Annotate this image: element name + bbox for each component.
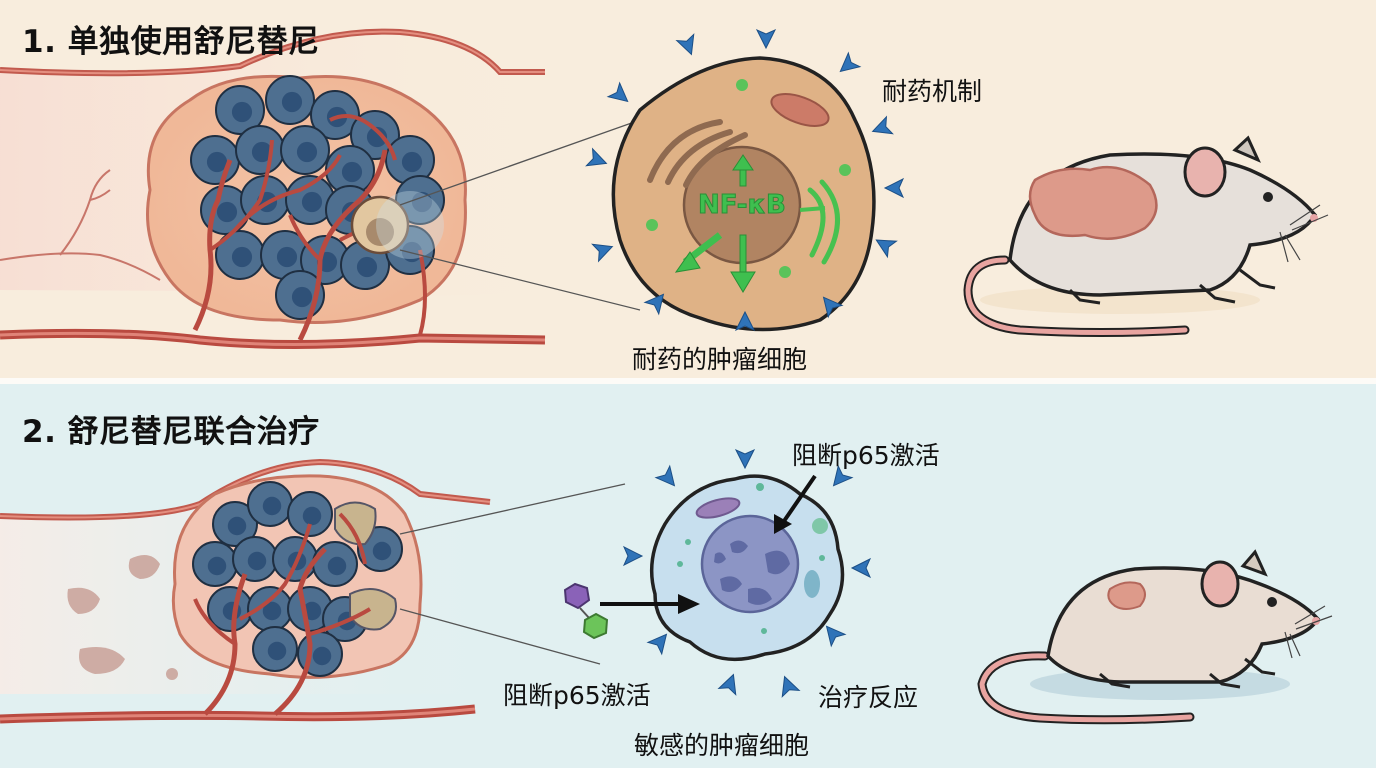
tumor-cell-nucleus: [227, 516, 247, 536]
receptor-icon: [654, 464, 676, 487]
tumor-cell-nucleus: [276, 246, 298, 268]
block-p65-label-top: 阻断p65激活: [792, 441, 940, 470]
tumor-vessels: [193, 512, 372, 716]
receptor-icon: [717, 673, 737, 696]
tumor-cell-nucleus: [296, 141, 318, 163]
zoom-callout-lines: [399, 119, 641, 311]
receptor-icon: [883, 177, 905, 199]
block-p65-label-left: 阻断p65激活: [503, 681, 651, 710]
tumor-cell-nucleus: [401, 151, 423, 173]
nfkb-arrows: [674, 154, 756, 293]
tumor-cell-nucleus: [301, 191, 323, 213]
tumor-cell-nucleus: [327, 556, 347, 576]
tumor-cell-nucleus: [341, 161, 363, 183]
receptor-icon: [585, 147, 608, 167]
tumor-cell-nucleus: [231, 246, 253, 268]
tumor-cell-nucleus: [267, 641, 287, 661]
receptor-icon: [850, 557, 872, 579]
sensitive-tumor-cell: [649, 474, 845, 662]
resistant-cell-label: 耐药的肿瘤细胞: [632, 345, 808, 374]
receptor-icon: [825, 625, 847, 648]
nfkb-label: NF-κB: [698, 190, 787, 221]
receptor-icon: [755, 28, 777, 50]
tumor-vessels: [192, 114, 427, 342]
tumor-cell-nucleus: [281, 91, 303, 113]
tumor-cell-nucleus: [231, 101, 253, 123]
receptor-icon: [781, 675, 801, 698]
receptor-icon: [622, 545, 644, 567]
tumor-cell-nucleus: [401, 241, 423, 263]
panel-monotherapy: 1. 单独使用舒尼替尼 耐药机制 耐药的肿瘤细胞 NF-κB: [0, 0, 1376, 378]
receptor-icon: [591, 243, 614, 263]
tumor-cell-nucleus: [291, 286, 313, 308]
tumor-cell-nucleus: [207, 556, 227, 576]
therapy-response-label: 治疗反应: [818, 683, 919, 712]
tumor-cell-nucleus: [251, 141, 273, 163]
tumor-cell-nucleus: [206, 151, 228, 173]
resistant-tumor-cell: [611, 56, 876, 332]
panel-title: 2. 舒尼替尼联合治疗: [22, 414, 320, 450]
dying-cells: [334, 501, 397, 631]
receptor-icon: [839, 51, 862, 73]
receptor-icon: [822, 296, 844, 319]
panel-divider: [0, 378, 1376, 384]
panel-combination: 2. 舒尼替尼联合治疗 阻断p65激活 阻断p65激活 治疗反应 敏感的肿瘤细胞: [0, 384, 1376, 768]
tumor-cell-nucleus: [356, 256, 378, 278]
receptor-icon: [675, 33, 695, 56]
tumor-cell-nucleus: [247, 551, 267, 571]
receptor-icon: [871, 115, 894, 135]
resistant-cell-highlight: [350, 191, 444, 259]
receptor-icon: [734, 310, 756, 332]
tumor-cell-nucleus: [302, 506, 322, 526]
tumor-cell-nucleus: [216, 201, 238, 223]
mouse-small-tumor: [977, 549, 1333, 725]
zoom-callout-lines: [399, 483, 626, 665]
receptor-icon: [646, 633, 668, 656]
monotherapy-illustration: [0, 28, 1329, 350]
combination-illustration: [0, 448, 1333, 725]
receptor-icon: [606, 81, 629, 103]
tumor-cell-nucleus: [366, 126, 388, 148]
block-arrow-top: [774, 474, 817, 534]
panel-title: 1. 单独使用舒尼替尼: [22, 24, 320, 60]
tumor-cell-nucleus: [372, 541, 392, 561]
receptor-icon: [734, 448, 756, 470]
mouse-large-tumor: [963, 135, 1329, 337]
receptor-icon: [643, 293, 665, 316]
sensitive-cell-label: 敏感的肿瘤细胞: [634, 731, 810, 760]
drug-molecule: [563, 582, 700, 640]
tumor-cell-nucleus: [411, 191, 433, 213]
surface-receptors: [622, 448, 872, 698]
surface-receptors: [585, 28, 905, 332]
tumor-cell-cluster: [190, 75, 445, 320]
tumor-cell-nucleus: [262, 496, 282, 516]
tumor-cell-nucleus: [312, 646, 332, 666]
mechanism-label: 耐药机制: [882, 77, 983, 106]
receptor-icon: [832, 464, 854, 487]
receptor-icon: [875, 239, 898, 259]
tumor-cell-nucleus: [262, 601, 282, 621]
